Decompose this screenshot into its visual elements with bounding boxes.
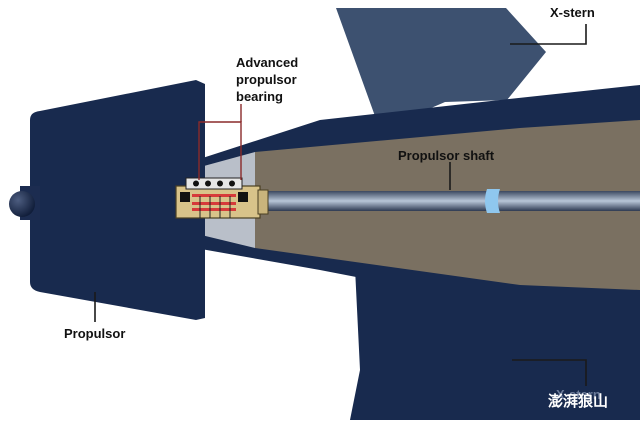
- x-stern-top-label: X-stern: [550, 5, 595, 20]
- x-stern-top-leader: [510, 24, 587, 45]
- bearing-label-line3: bearing: [236, 89, 283, 104]
- propulsor-cap: [9, 191, 35, 217]
- propulsor-shaft: [262, 191, 640, 211]
- bearing-pin: [192, 202, 236, 205]
- propulsor-label: Propulsor: [64, 326, 125, 341]
- bearing-ball: [217, 180, 223, 187]
- bearing-pin: [192, 208, 236, 211]
- bearing-label-line1: Advanced: [236, 55, 298, 70]
- bearing-race-block: [180, 192, 190, 202]
- x-stern-bottom-leader: [512, 359, 587, 386]
- bearing-leader-bracket: [198, 121, 242, 180]
- upper-fin-far: [336, 8, 546, 130]
- shaft-coupling: [485, 189, 500, 213]
- bearing-ball: [193, 180, 199, 187]
- bearing-label-line2: propulsor: [236, 72, 297, 87]
- bearing-housing-step: [257, 189, 269, 215]
- x-stern-bottom-label: X-stern: [556, 387, 601, 402]
- bearing-ball: [205, 180, 211, 187]
- propulsor-duct: [30, 80, 205, 320]
- bearing-ball: [229, 180, 235, 187]
- bearing-top-plate: [185, 177, 243, 190]
- shaft-label: Propulsor shaft: [398, 148, 495, 163]
- bearing-pin: [192, 194, 236, 197]
- bearing-race-block: [238, 192, 248, 202]
- watermark: 澎湃狼山: [548, 392, 608, 410]
